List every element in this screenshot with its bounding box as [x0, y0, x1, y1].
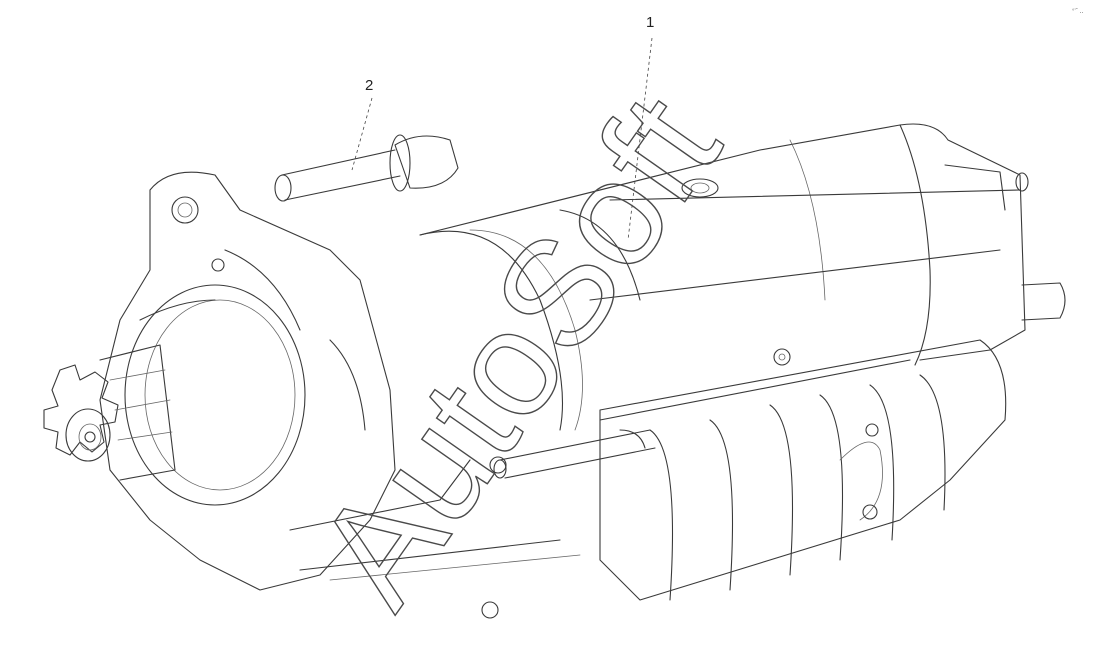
nose-housing [124, 284, 306, 506]
solenoid [481, 339, 1007, 619]
corner-mark: °’ˆ ‥ [1072, 9, 1084, 15]
leader-line-1 [627, 37, 653, 241]
callout-2: 2 [365, 77, 374, 94]
mounting-flange [99, 171, 581, 591]
watermark-text: AutoSoft [284, 66, 752, 634]
leader-line-2 [351, 97, 373, 171]
callout-1: 1 [646, 14, 655, 31]
flange-bolt [274, 134, 459, 202]
rear-housing [759, 123, 1066, 366]
pinion-gear [43, 344, 176, 481]
motor-body [419, 149, 1021, 431]
through-bolt [493, 429, 656, 479]
